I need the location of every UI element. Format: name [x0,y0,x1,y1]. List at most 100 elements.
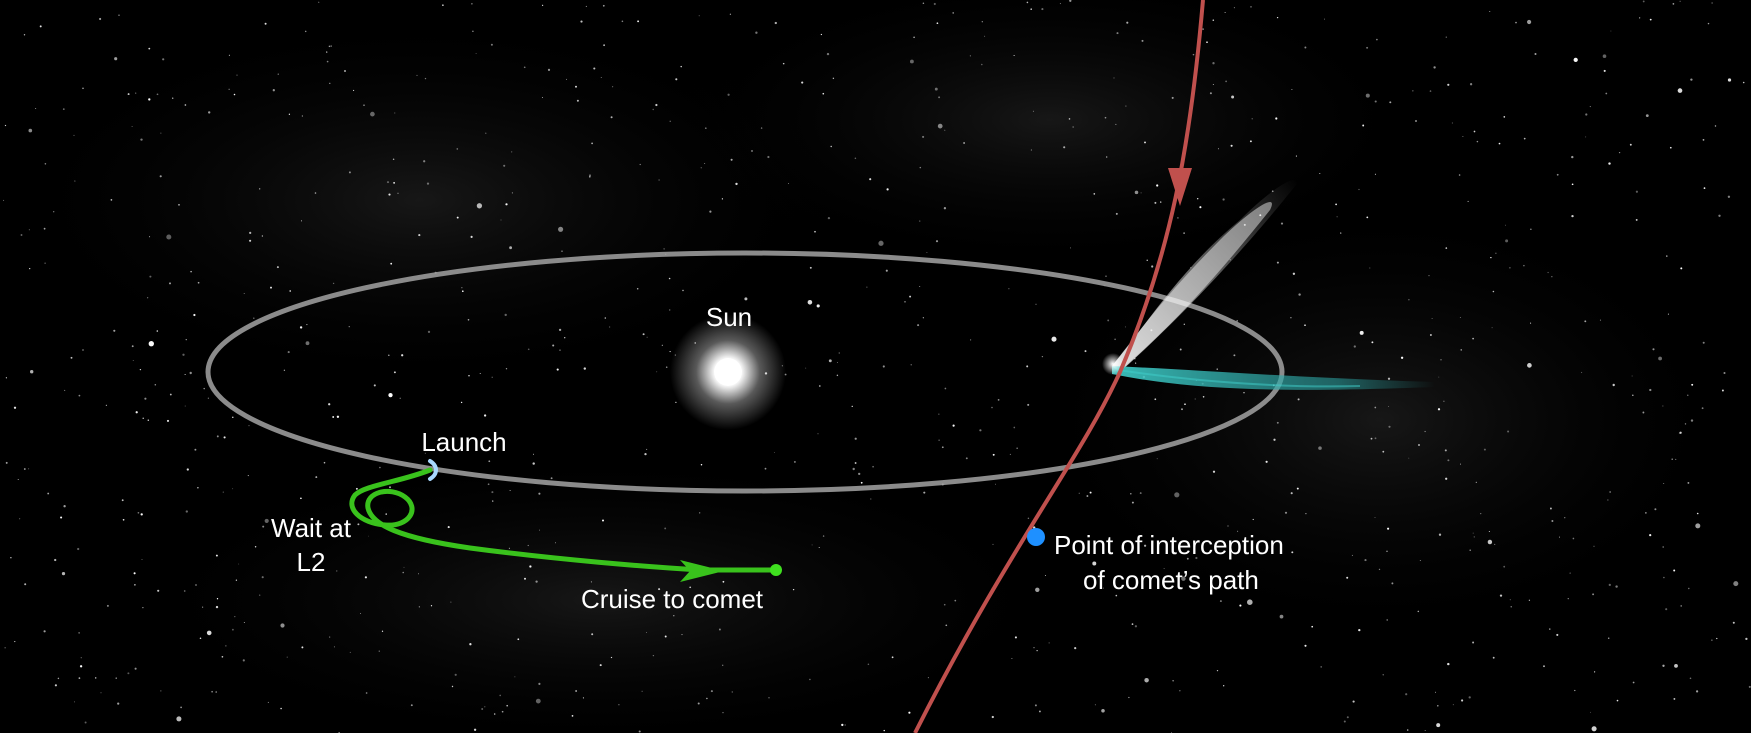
star [637,20,640,23]
comet-target-point [770,564,782,576]
star [1483,448,1486,451]
star [1324,18,1326,20]
star [235,579,238,581]
star [1105,275,1107,277]
star [1276,261,1279,264]
star [1251,118,1253,120]
star [1612,383,1615,387]
star [866,286,868,288]
star [1174,492,1180,498]
star [817,433,819,435]
star [681,634,683,636]
star [315,476,318,479]
star [700,167,702,169]
star [503,164,506,167]
star [53,211,55,213]
star [318,1,320,3]
star [646,448,648,450]
star [19,518,21,520]
star [1649,18,1652,21]
star [1184,403,1186,406]
star [1038,710,1041,713]
star [809,678,811,681]
star [162,58,165,61]
star [1093,193,1096,195]
star [1209,92,1212,95]
star [644,452,647,456]
star [277,73,279,75]
star [249,231,252,235]
star [1489,10,1491,12]
star [1279,614,1284,619]
star [997,399,1000,401]
star [454,673,457,676]
star [721,198,724,200]
star [589,176,591,178]
star [992,543,994,545]
star [1585,136,1587,138]
star [505,203,508,206]
star [54,558,57,562]
star [386,181,390,184]
star [1352,700,1355,703]
star [401,354,404,357]
star [904,300,906,303]
star [176,716,182,722]
star [115,677,117,679]
star [283,369,286,371]
star [94,677,97,679]
star [816,304,820,308]
star [390,262,393,265]
star [306,324,308,326]
star [135,92,137,94]
star [1196,197,1199,200]
star [184,374,186,375]
star [140,138,143,141]
star [1642,0,1645,3]
star [872,465,874,468]
star [392,158,395,160]
star [185,510,188,513]
star [1662,546,1665,548]
star [1445,247,1448,249]
star [1192,53,1195,56]
star [1311,625,1314,628]
star [612,86,614,88]
star [1564,517,1566,519]
star [106,604,109,607]
star [558,226,564,232]
star [127,93,130,96]
star [1585,113,1588,116]
star [704,162,706,164]
star [301,115,304,117]
star [47,492,50,495]
star [190,270,192,273]
star [1440,359,1442,361]
star [555,542,556,544]
star [838,352,840,354]
star [1458,174,1461,176]
cruise-direction-arrow-icon [680,560,724,582]
star [767,155,770,159]
star [1711,2,1713,4]
star [267,701,269,703]
star [1063,146,1066,149]
star [805,367,807,369]
star [652,108,654,111]
star [1183,232,1185,234]
star [782,62,785,65]
star [61,571,66,576]
star [710,690,713,693]
star [1424,430,1426,433]
star [456,216,459,219]
star [149,236,151,238]
star [844,724,846,726]
star [1290,492,1293,495]
star [1609,491,1611,493]
star [393,182,395,184]
star [394,112,396,114]
star [504,313,507,317]
star [1690,78,1693,81]
star [1237,530,1239,532]
star [1202,396,1205,398]
